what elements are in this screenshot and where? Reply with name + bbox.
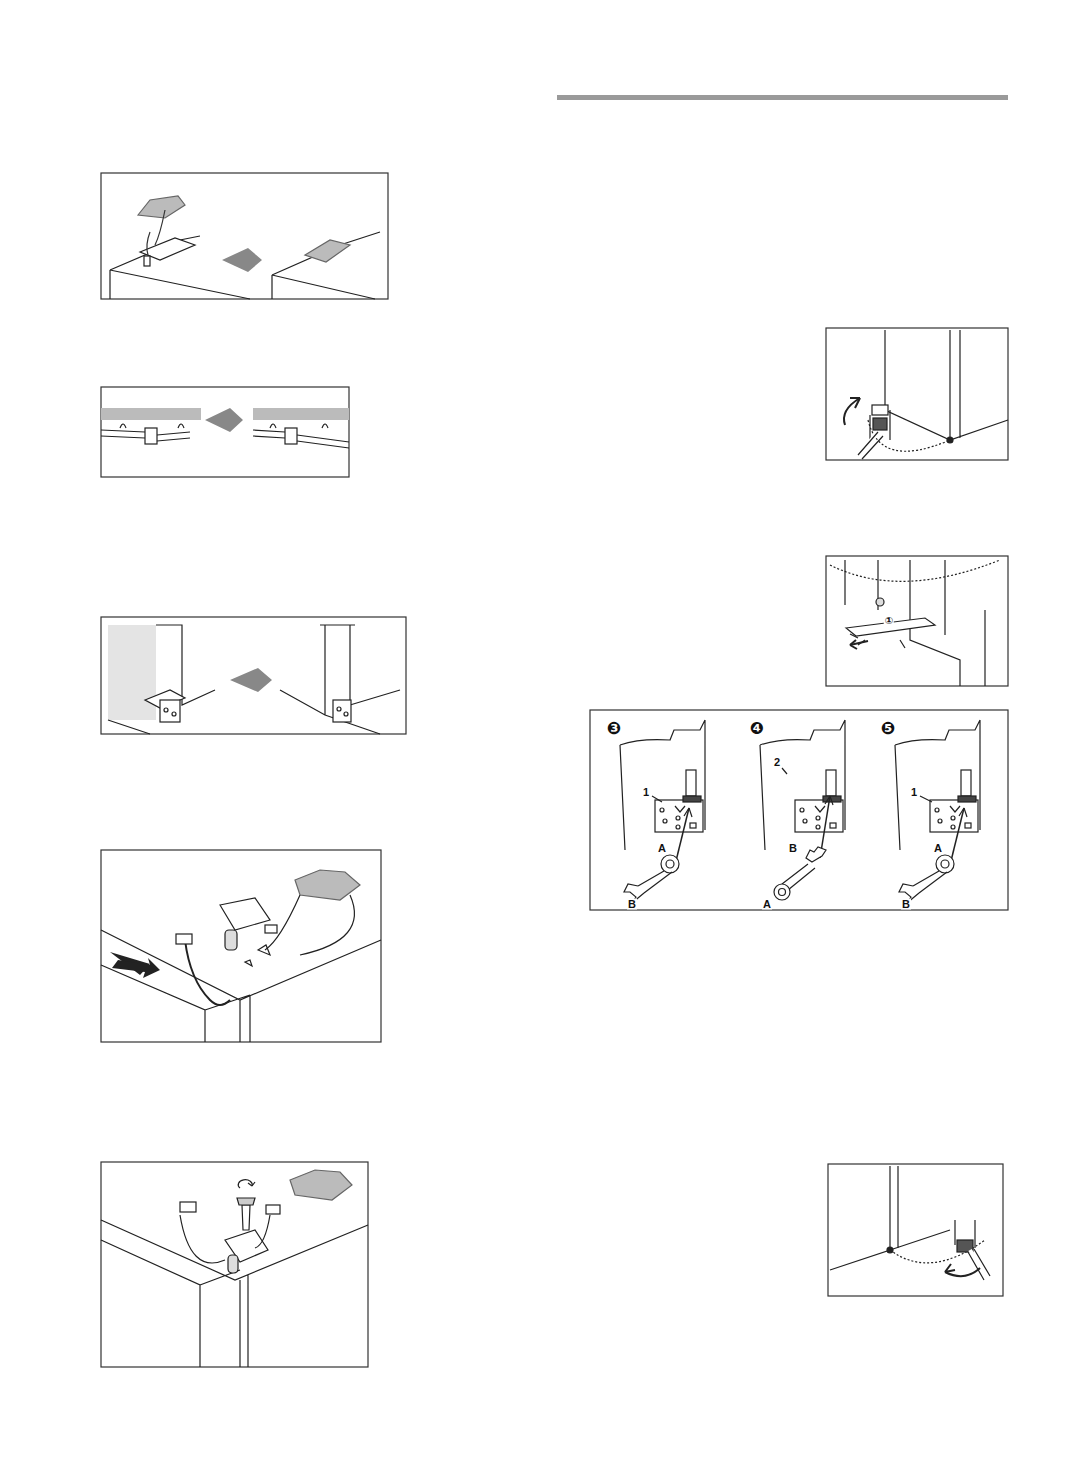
callout-letter: 2: [773, 757, 781, 768]
step-number: ❹: [749, 720, 765, 737]
callout-letter: A: [762, 899, 772, 910]
callout-letter: B: [788, 843, 798, 854]
step-number: ❸: [606, 720, 622, 737]
callout-letter: 1: [642, 787, 650, 798]
callout-letter: ①: [884, 616, 894, 626]
callout-letter: B: [627, 899, 637, 910]
callout-letter: 1: [910, 787, 918, 798]
callout-letter: B: [901, 899, 911, 910]
step-number: ❺: [880, 720, 896, 737]
callout-letter: A: [657, 843, 667, 854]
callout-letter: A: [933, 843, 943, 854]
